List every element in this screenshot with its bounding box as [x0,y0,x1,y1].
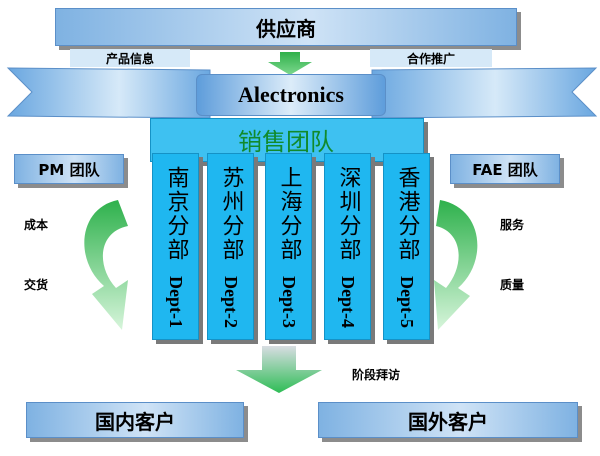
dept-name: 上海分部 [276,166,302,262]
label-cost: 成本 [24,218,49,232]
supplier-label: 供应商 [256,16,316,41]
fae-team-box: FAE 团队 [450,154,560,184]
dept-code: Dept-2 [221,276,241,328]
cooperation-tag: 合作推广 [370,49,492,67]
dept-hongkong: 香港分部 Dept-5 [383,153,430,340]
dept-shanghai: 上海分部 Dept-3 [265,153,312,340]
dept-code: Dept-3 [279,276,299,328]
dept-code: Dept-1 [166,276,186,328]
label-service: 服务 [500,218,525,232]
dept-name: 苏州分部 [218,166,244,262]
dept-code: Dept-5 [397,276,417,328]
overseas-customers-box: 国外客户 [318,402,578,438]
label-delivery: 交货 [24,278,49,292]
left-curve-arrow [84,200,128,330]
customer-arrow [236,346,322,393]
ribbon-left [6,67,211,119]
dept-name: 深圳分部 [335,166,361,262]
right-curve-arrow [434,200,478,330]
domestic-customers-box: 国内客户 [26,402,244,438]
dept-name: 南京分部 [163,166,189,262]
dept-suzhou: 苏州分部 Dept-2 [207,153,254,340]
cooperation-label: 合作推广 [406,51,455,66]
fae-team-label: FAE 团队 [472,160,538,179]
dept-name: 香港分部 [394,166,420,262]
label-quality: 质量 [500,278,525,292]
sales-team-title: 销售团队 [150,118,422,160]
dept-shenzhen: 深圳分部 Dept-4 [324,153,371,340]
overseas-customers-label: 国外客户 [408,409,488,434]
product-info-tag: 产品信息 [70,49,190,67]
domestic-customers-label: 国内客户 [95,409,175,434]
sales-team-label: 销售团队 [238,127,334,156]
pm-team-box: PM 团队 [14,154,124,184]
company-box: Alectronics [196,74,386,116]
supplier-box: 供应商 [55,8,517,46]
product-info-label: 产品信息 [105,51,154,66]
dept-nanjing: 南京分部 Dept-1 [152,153,199,340]
ribbon-right [371,67,598,119]
supplier-arrow [268,52,312,75]
dept-code: Dept-4 [338,276,358,328]
pm-team-label: PM 团队 [38,160,100,179]
label-visit: 阶段拜访 [352,368,401,382]
company-label: Alectronics [238,82,344,107]
